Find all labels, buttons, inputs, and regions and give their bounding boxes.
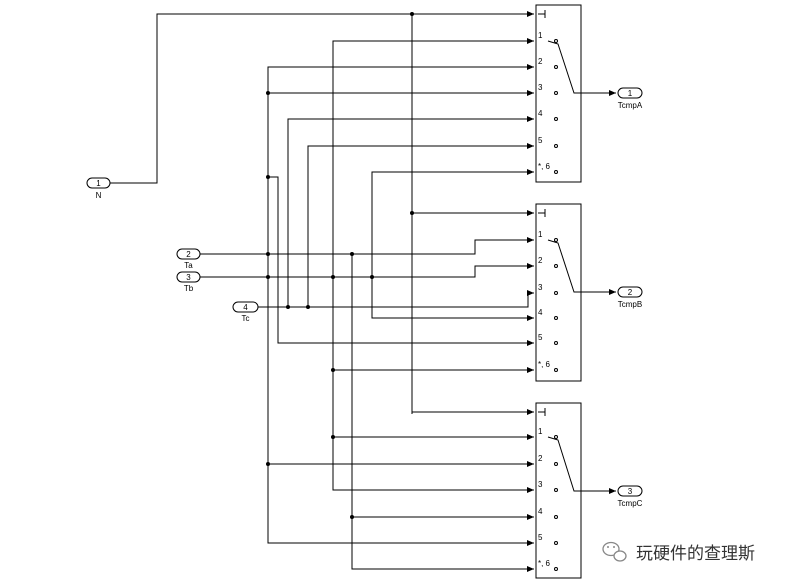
multiport-switch-b[interactable]: 1 2 3 4 5 *, 6: [535, 203, 582, 382]
inport-ta[interactable]: 2 Ta: [176, 248, 201, 270]
inport-n-name: N: [96, 191, 102, 200]
inport-ta-number: 2: [186, 250, 191, 259]
outport-tcmpa-number: 1: [628, 89, 633, 98]
switch-b-port-1-label: 1: [538, 230, 543, 239]
switch-c-ports: 1 2 3 4 5 *, 6: [538, 427, 558, 571]
switch-a-port-4-label: 4: [538, 109, 543, 118]
outport-tcmpc-name: TcmpC: [618, 499, 643, 508]
outport-tcmpc-number: 3: [628, 487, 633, 496]
inport-n-number: 1: [96, 179, 101, 188]
wechat-icon: [602, 541, 627, 562]
switch-b-port-2-label: 2: [538, 256, 543, 265]
switch-b-port-3-label: 3: [538, 283, 543, 292]
switch-b-port-6-label: *, 6: [538, 360, 551, 369]
inport-tb-name: Tb: [184, 284, 194, 293]
switch-c-port-4-label: 4: [538, 507, 543, 516]
outport-tcmpb-number: 2: [628, 288, 633, 297]
outport-tcmpb-name: TcmpB: [618, 300, 642, 309]
switch-b-ports: 1 2 3 4 5 *, 6: [538, 230, 558, 372]
signal-lines: [110, 11, 616, 572]
inport-tc-number: 4: [243, 303, 248, 312]
switch-b-port-4-label: 4: [538, 308, 543, 317]
multiport-switch-a[interactable]: 1 2 3 4 5 *, 6: [535, 4, 582, 183]
watermark-text: 玩硬件的查理斯: [636, 544, 755, 564]
switch-c-port-1-label: 1: [538, 427, 543, 436]
outport-tcmpa[interactable]: 1 TcmpA: [617, 87, 643, 110]
outport-tcmpa-name: TcmpA: [618, 101, 643, 110]
switch-a-port-5-label: 5: [538, 136, 543, 145]
inport-tc[interactable]: 4 Tc: [232, 301, 259, 323]
watermark: 玩硬件的查理斯: [602, 541, 755, 564]
switch-c-port-5-label: 5: [538, 533, 543, 542]
inport-ta-name: Ta: [184, 261, 193, 270]
inport-tb[interactable]: 3 Tb: [176, 271, 201, 293]
inport-tb-number: 3: [186, 273, 191, 282]
switch-a-port-3-label: 3: [538, 83, 543, 92]
outport-tcmpb[interactable]: 2 TcmpB: [617, 286, 643, 309]
switch-a-ports: 1 2 3 4 5 *, 6: [538, 31, 558, 174]
switch-c-port-6-label: *, 6: [538, 559, 551, 568]
inport-tc-name: Tc: [242, 314, 250, 323]
switch-a-port-2-label: 2: [538, 57, 543, 66]
switch-a-port-6-label: *, 6: [538, 162, 551, 171]
outport-tcmpc[interactable]: 3 TcmpC: [617, 485, 643, 508]
wire-junctions: [266, 12, 414, 519]
multiport-switch-c[interactable]: 1 2 3 4 5 *, 6: [535, 402, 582, 579]
switch-b-port-5-label: 5: [538, 333, 543, 342]
inport-n[interactable]: 1 N: [86, 177, 111, 200]
switch-a-port-1-label: 1: [538, 31, 543, 40]
switch-c-port-3-label: 3: [538, 480, 543, 489]
switch-c-port-2-label: 2: [538, 454, 543, 463]
